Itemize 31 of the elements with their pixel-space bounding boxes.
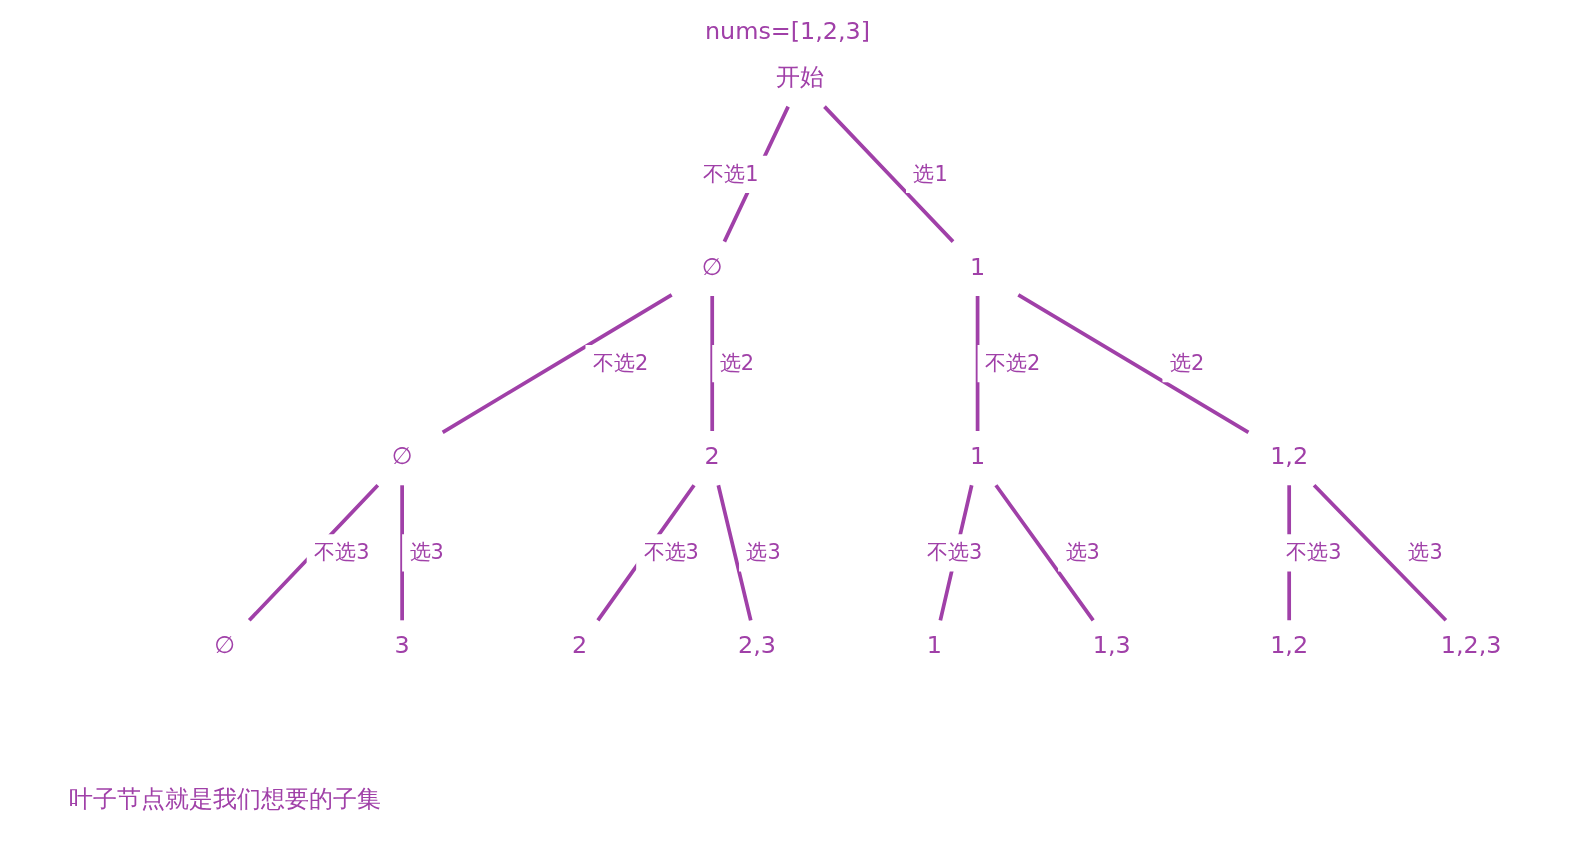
edge-label: 不选3 [643,540,699,565]
node-text: ∅ [701,252,723,281]
caption: 叶子节点就是我们想要的子集 [68,784,381,813]
edge-label: 不选2 [985,350,1041,375]
node-text: 1 [970,441,986,470]
node-text: 2,3 [737,631,776,660]
edge-label: 不选1 [703,161,759,186]
edge-label: 不选3 [926,540,983,565]
node-text: 1,3 [1092,631,1131,660]
node-text: 1,2,3 [1440,631,1502,660]
edge-label: 选3 [409,540,444,565]
edge-label: 选2 [1169,350,1205,375]
edge-label: 选2 [719,350,754,375]
node-text: ∅ [391,441,413,470]
node-text: 1,2 [1270,631,1309,660]
node-text: 1 [926,631,942,660]
edge-label: 选3 [1065,540,1100,565]
edge-label: 选1 [913,161,948,186]
edge-label: 不选3 [314,540,370,565]
diagram-title: nums=[1,2,3] [704,17,871,46]
node-text: 1 [970,252,986,281]
node-text: 1,2 [1270,441,1309,470]
node-text: 2 [571,631,588,660]
node-text: 开始 [776,63,825,92]
node-text: ∅ [214,631,236,660]
edge-label: 选3 [1408,540,1443,565]
edge-label: 不选3 [1286,540,1342,565]
edge-label: 选3 [746,540,781,565]
node-text: 3 [394,631,410,660]
edge-label: 不选2 [592,350,649,375]
node-text: 2 [704,441,720,470]
